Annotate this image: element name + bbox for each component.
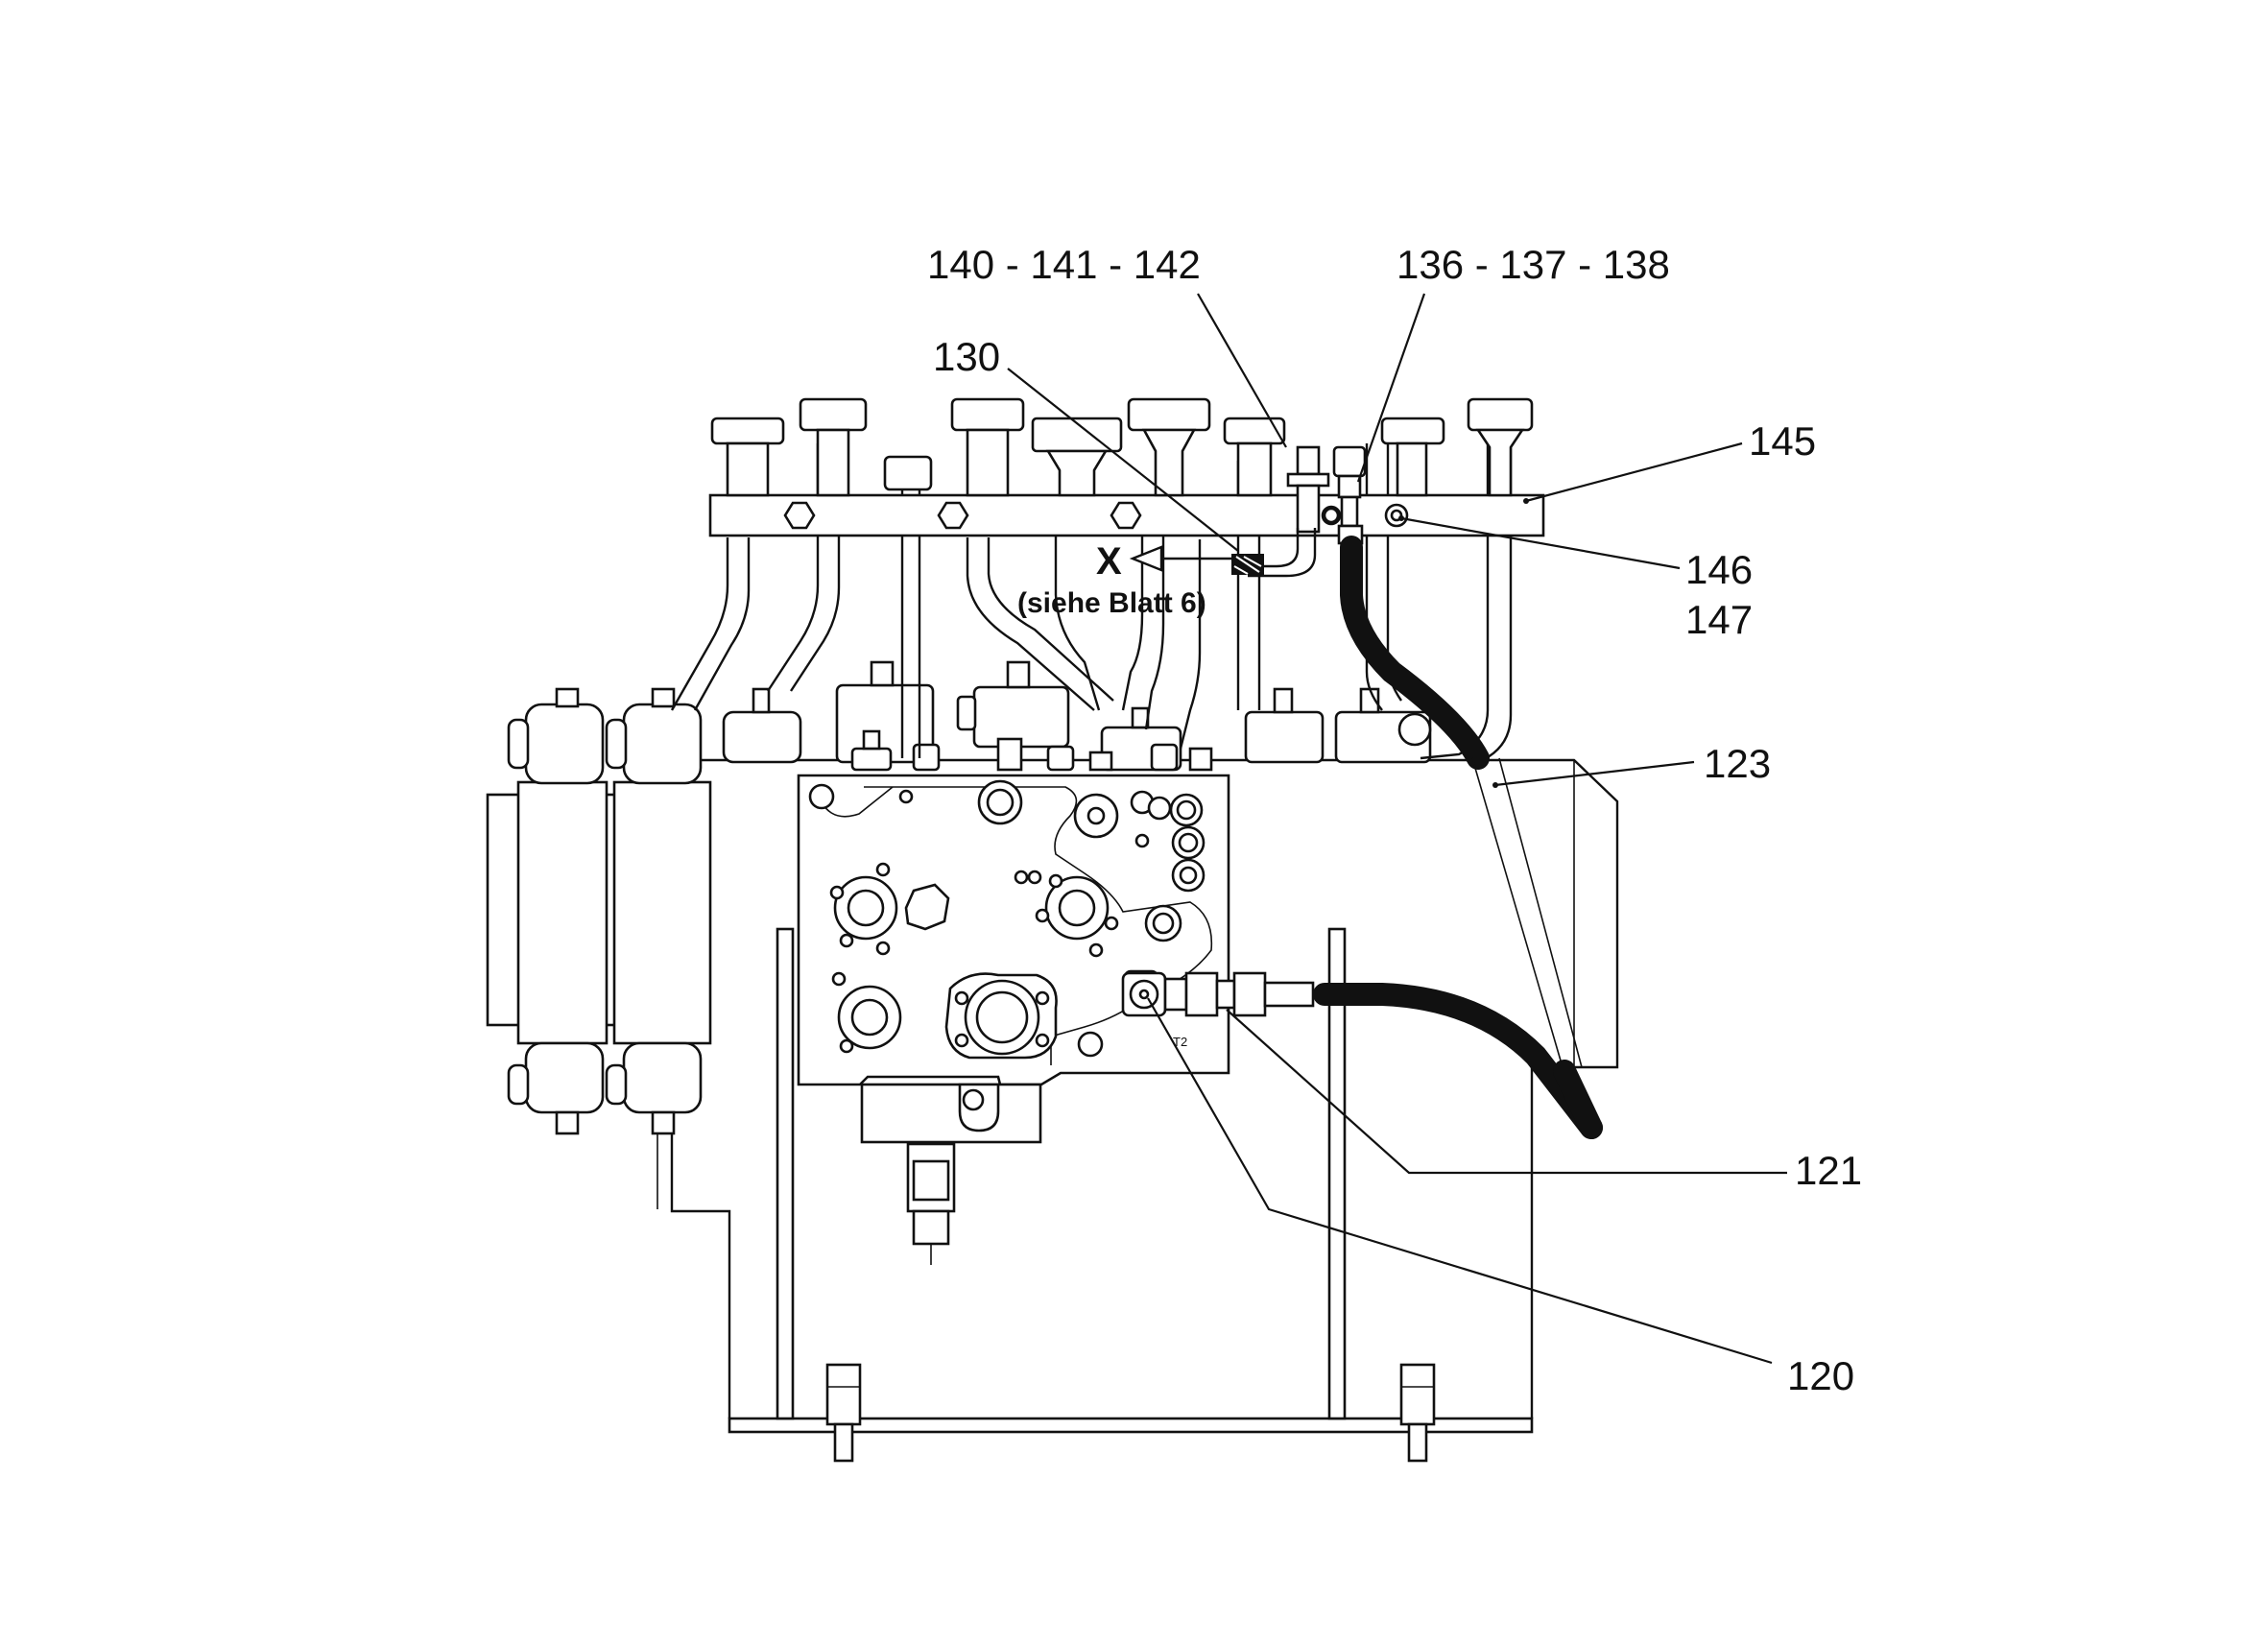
pipe-130 [1231, 528, 1317, 578]
filter-unit-right [605, 687, 712, 1209]
leader-lines [1007, 293, 1787, 1365]
callout-147: 147 [1685, 597, 1753, 642]
fitting-136-138 [1332, 445, 1367, 545]
port-label-t2: T2 [1173, 1035, 1187, 1049]
control-valve-block [797, 774, 1230, 1086]
port-fitting-120 [1121, 971, 1167, 1017]
pressure-sensor [860, 1083, 1042, 1265]
callout-140-141-142: 140 - 141 - 142 [927, 242, 1201, 287]
callout-120: 120 [1787, 1353, 1854, 1398]
foot-bolt-right [1399, 1363, 1436, 1463]
hose-fitting-121 [1163, 971, 1315, 1017]
foot-bolt-left [825, 1363, 862, 1463]
callout-123: 123 [1704, 741, 1771, 786]
valve-blocks-row [722, 660, 1432, 772]
hose-123-lower [1553, 1060, 1603, 1139]
callout-145: 145 [1749, 418, 1816, 464]
manifold-caps [710, 397, 1534, 497]
hose-121 [1313, 983, 1603, 1139]
callout-130: 130 [933, 334, 1000, 379]
callout-146: 146 [1685, 547, 1753, 592]
hose-123-upper [1340, 536, 1490, 770]
view-reference-note: (siehe Blatt 6) [1017, 587, 1206, 619]
view-x-arrow [1129, 545, 1232, 572]
callout-121: 121 [1795, 1148, 1862, 1193]
callout-136-137-138: 136 - 137 - 138 [1397, 242, 1670, 287]
manifold-bar [708, 493, 1545, 537]
hose-123-guide [1471, 757, 1583, 1068]
fitting-140-142 [1286, 445, 1340, 534]
hydraulic-tubes [670, 441, 1513, 764]
view-marker-x: X [1096, 540, 1122, 583]
